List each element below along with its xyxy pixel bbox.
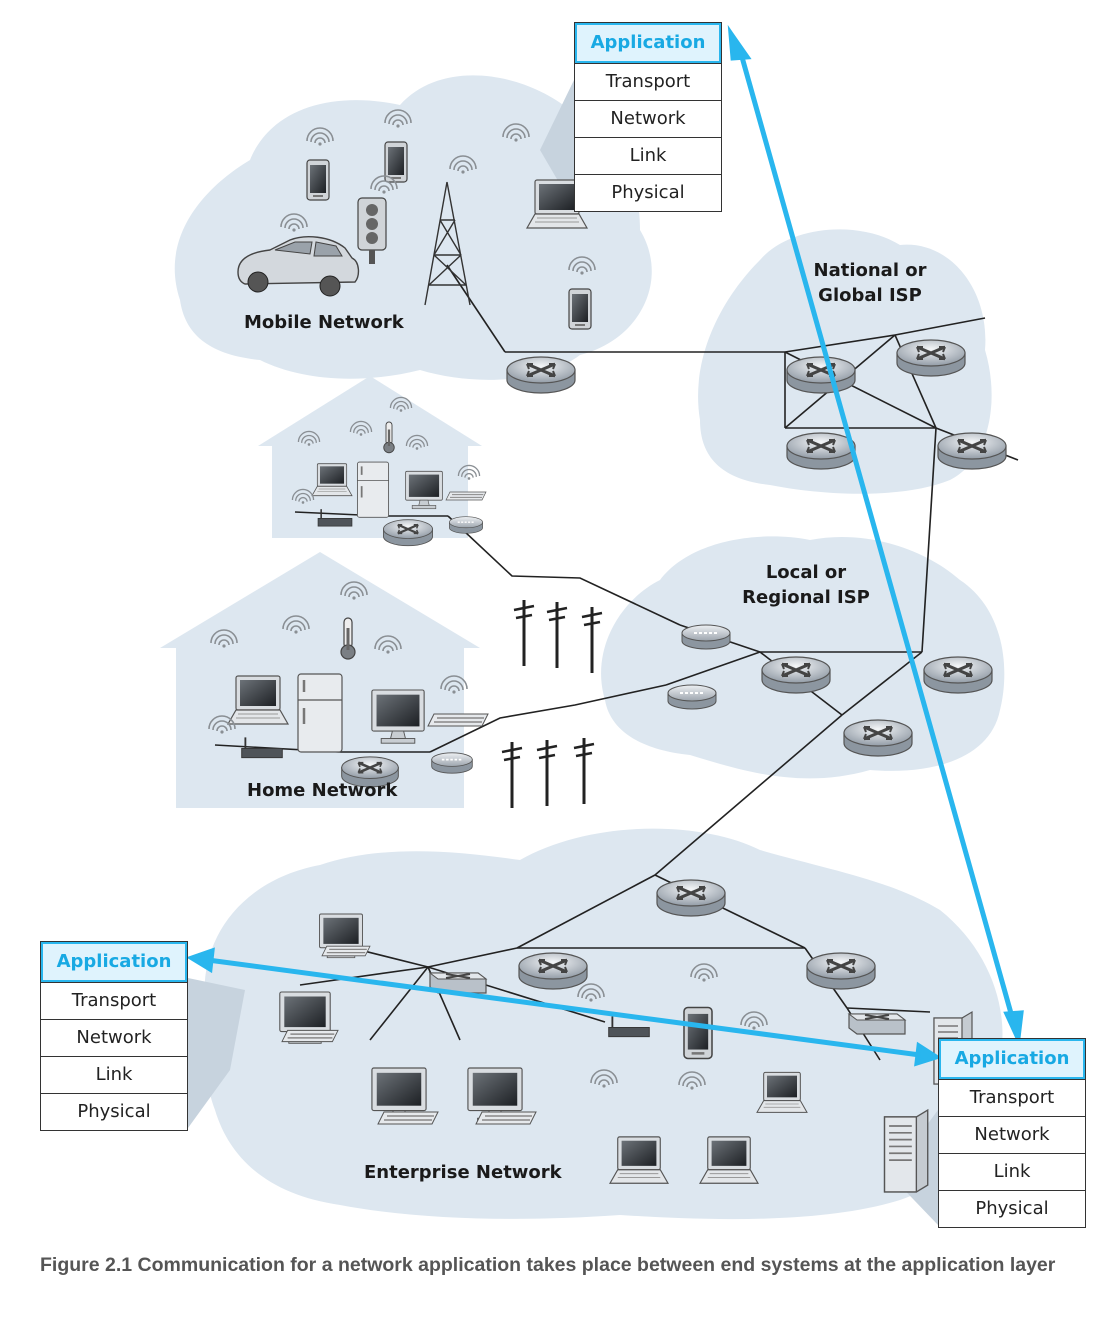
refrigerator-icon	[296, 672, 344, 754]
router-icon	[936, 431, 1008, 471]
national-isp-label-line1: National or	[813, 260, 927, 281]
top-stack-callout	[540, 78, 575, 210]
keyboard-icon	[377, 1111, 439, 1125]
router-icon	[922, 655, 994, 695]
cable-modem-icon	[681, 624, 731, 650]
national-isp-label-line2: Global ISP	[818, 285, 922, 306]
national-isp-label: National or Global ISP	[810, 258, 930, 308]
router-icon	[805, 951, 877, 991]
cable-modem-icon	[448, 515, 484, 535]
router-icon	[785, 355, 857, 395]
cable-modem-icon	[430, 751, 474, 775]
network-layer: Network	[41, 1019, 187, 1056]
figure-caption: Figure 2.1 Communication for a network a…	[40, 1254, 1056, 1276]
home-network-label: Home Network	[247, 780, 398, 801]
utility-pole-icon	[535, 738, 559, 808]
router-icon	[785, 431, 857, 471]
physical-layer: Physical	[41, 1093, 187, 1130]
transport-layer: Transport	[41, 982, 187, 1019]
mobile-network-cloud	[174, 75, 652, 380]
utility-pole-icon	[580, 605, 604, 675]
keyboard-icon	[427, 713, 489, 727]
laptop-icon	[756, 1071, 808, 1113]
protocol-stack-top: Application Transport Network Link Physi…	[574, 22, 722, 212]
laptop-icon	[699, 1136, 759, 1184]
refrigerator-icon	[356, 461, 390, 519]
utility-pole-icon	[545, 600, 569, 670]
smartphone-icon	[568, 288, 592, 330]
local-isp-label: Local or Regional ISP	[742, 560, 870, 610]
protocol-stack-right: Application Transport Network Link Physi…	[938, 1038, 1086, 1228]
mobile-network-label: Mobile Network	[244, 312, 404, 333]
tablet-icon	[683, 1006, 713, 1060]
laptop-icon	[609, 1136, 669, 1184]
router-icon	[842, 718, 914, 758]
link-layer: Link	[41, 1056, 187, 1093]
laptop-icon	[227, 675, 289, 725]
protocol-stack-left: Application Transport Network Link Physi…	[40, 941, 188, 1131]
local-isp-label-line2: Regional ISP	[742, 587, 870, 608]
application-layer-arrows	[186, 24, 1024, 1067]
network-layer: Network	[939, 1116, 1085, 1153]
link-layer: Link	[575, 137, 721, 174]
keyboard-icon	[445, 491, 487, 501]
enterprise-network-label: Enterprise Network	[364, 1162, 562, 1183]
physical-layer: Physical	[575, 174, 721, 211]
utility-pole-icon	[512, 598, 536, 668]
router-icon	[505, 355, 577, 395]
utility-pole-icon	[572, 736, 596, 806]
keyboard-icon	[321, 945, 371, 957]
server-icon	[883, 1109, 929, 1193]
router-icon	[382, 518, 434, 547]
router-icon	[895, 338, 967, 378]
local-isp-label-line1: Local or	[765, 562, 847, 583]
utility-pole-icon	[500, 740, 524, 810]
left-stack-callout	[188, 978, 245, 1128]
physical-layer: Physical	[939, 1190, 1085, 1227]
cable-modem-icon	[667, 684, 717, 710]
traffic-light-icon	[357, 197, 387, 264]
laptop-icon	[311, 463, 353, 497]
router-icon	[655, 878, 727, 918]
router-icon	[760, 655, 832, 695]
switch-icon	[848, 1013, 906, 1035]
keyboard-icon	[281, 1029, 339, 1043]
transport-layer: Transport	[939, 1079, 1085, 1116]
keyboard-icon	[475, 1111, 537, 1125]
smartphone-icon	[306, 159, 330, 201]
network-layer: Network	[575, 100, 721, 137]
car-icon	[237, 236, 360, 297]
cell-tower-icon	[424, 181, 471, 306]
link-layer: Link	[939, 1153, 1085, 1190]
application-layer: Application	[41, 942, 187, 982]
application-layer: Application	[575, 23, 721, 63]
application-layer: Application	[939, 1039, 1085, 1079]
transport-layer: Transport	[575, 63, 721, 100]
router-icon	[517, 951, 589, 991]
